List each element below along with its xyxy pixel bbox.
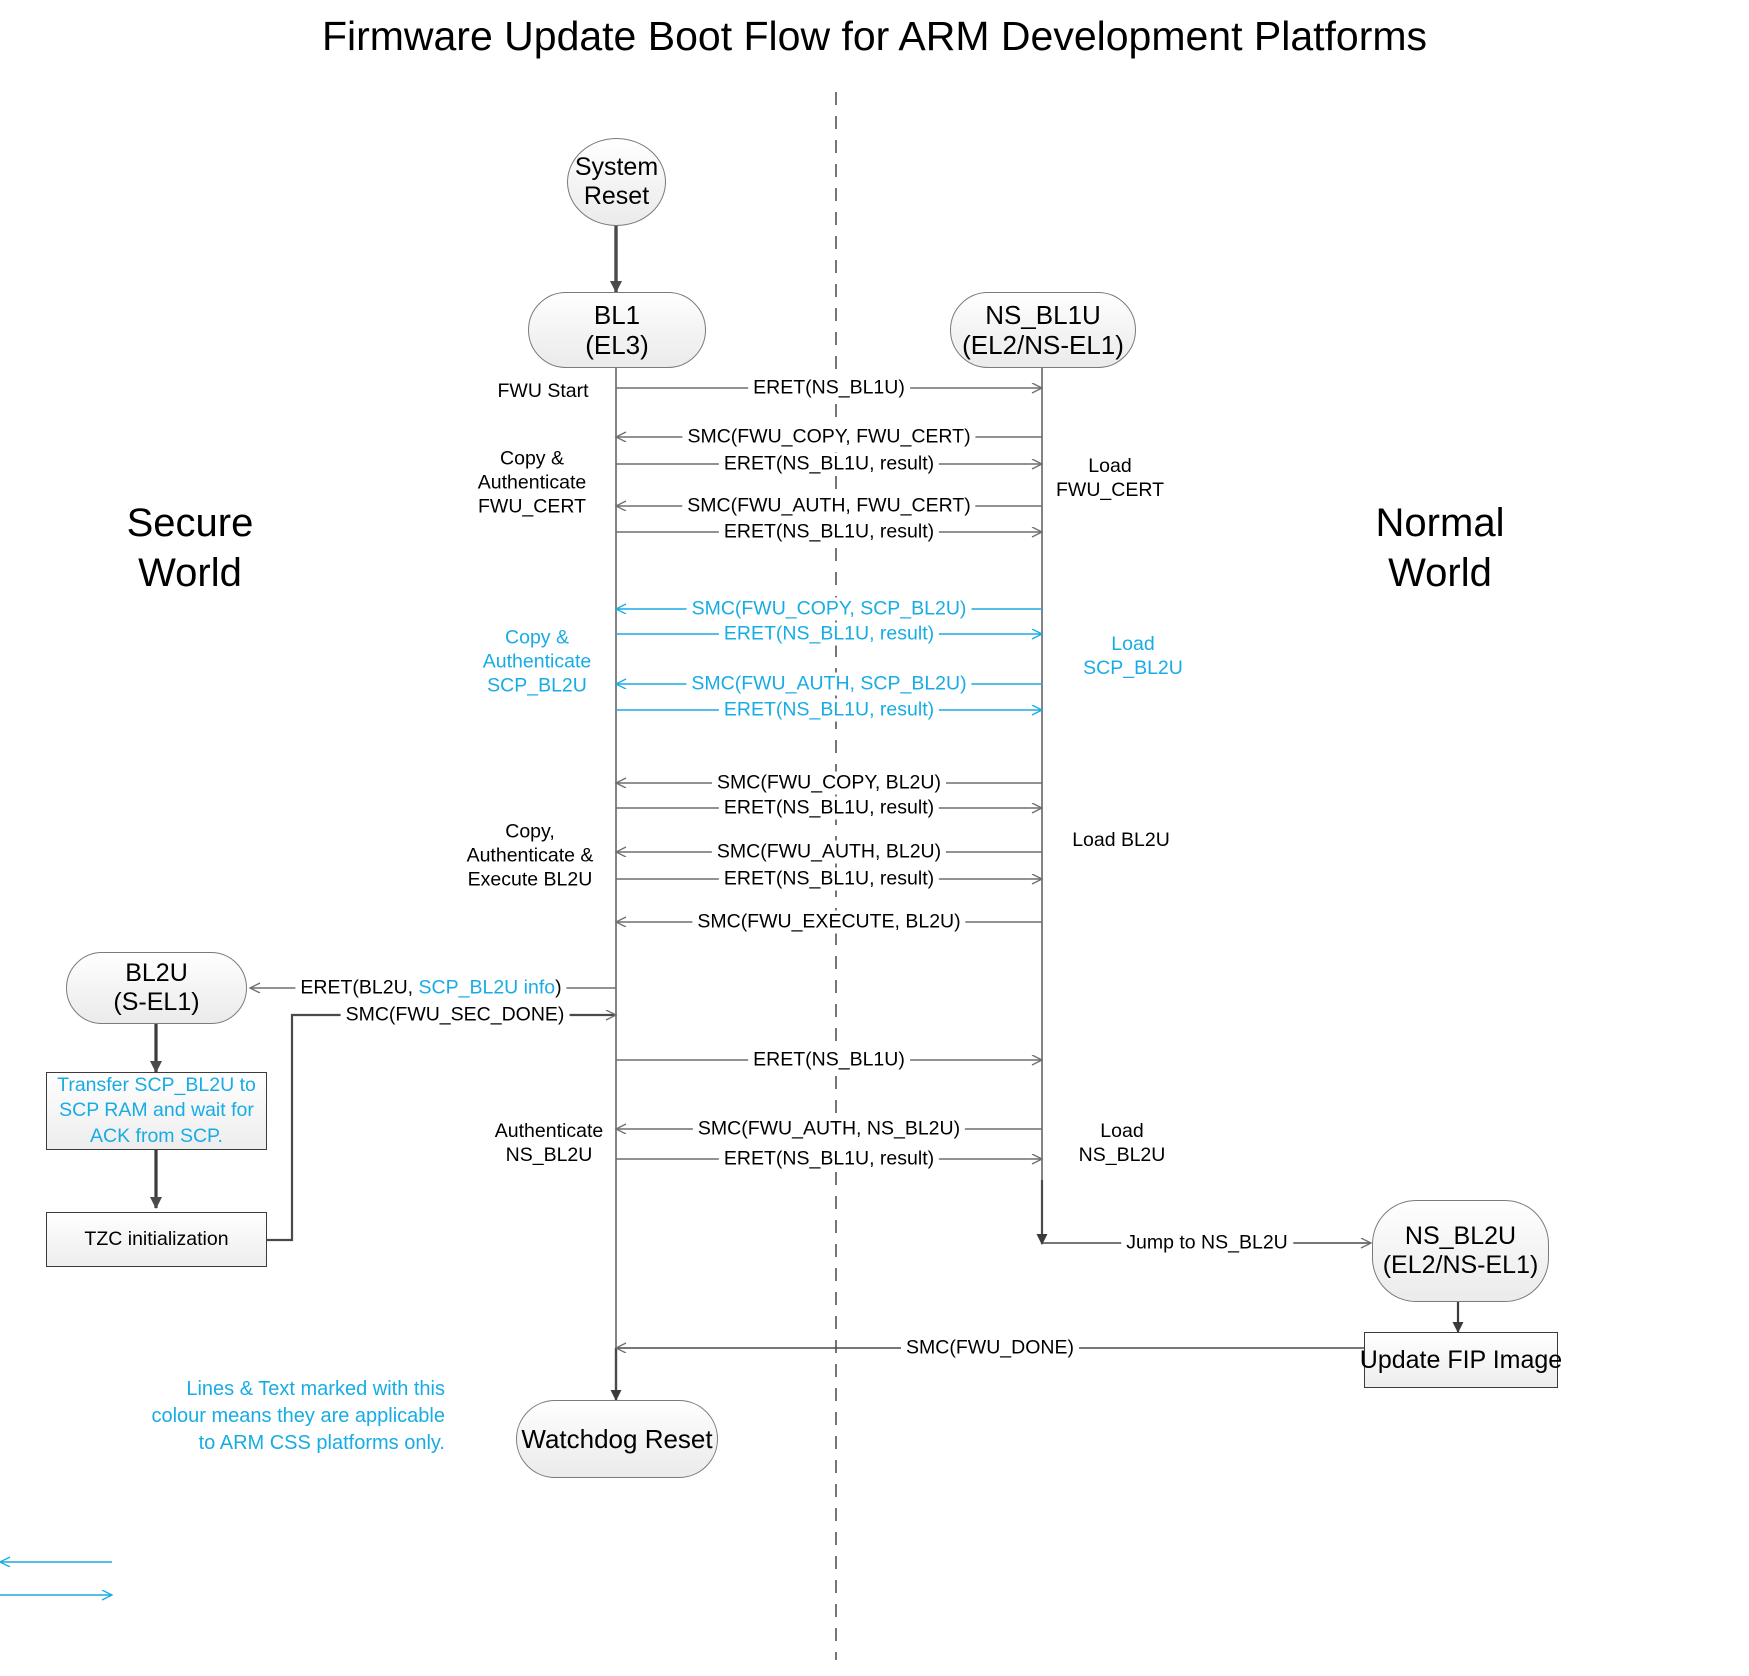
legend-note: Lines & Text marked with this colour mea…	[151, 1378, 445, 1454]
secure-world-label: Secure World	[126, 501, 254, 595]
message-label-smc-fwu-copy-bl2u: SMC(FWU_COPY, BL2U)	[712, 771, 946, 795]
eret-bl2u-prefix: ERET(BL2U,	[300, 976, 419, 999]
annotation-load-bl2u: Load BL2U	[1072, 828, 1170, 851]
node-watchdog-reset[interactable]: Watchdog Reset	[516, 1400, 718, 1478]
message-label-eret-result-1: ERET(NS_BL1U, result)	[718, 452, 940, 476]
annotation-copy-auth-execute-bl2u: Copy, Authenticate & Execute BL2U	[466, 820, 594, 892]
node-bl2u[interactable]: BL2U (S-EL1)	[66, 952, 247, 1024]
message-label-eret-result-5: ERET(NS_BL1U, result)	[718, 796, 940, 820]
note-tzc-initialization: TZC initialization	[46, 1212, 267, 1267]
message-label-smc-fwu-copy-fwu-cert: SMC(FWU_COPY, FWU_CERT)	[682, 425, 976, 449]
annotation-authenticate-ns-bl2u: Authenticate NS_BL2U	[494, 1119, 604, 1166]
annotation-load-fwu-cert: Load FWU_CERT	[1056, 454, 1164, 501]
note-tzc-initialization-label: TZC initialization	[84, 1227, 229, 1250]
page-title: Firmware Update Boot Flow for ARM Develo…	[321, 13, 1428, 59]
eret-bl2u-scp-info: SCP_BL2U info	[418, 976, 556, 999]
node-watchdog-reset-label: Watchdog Reset	[521, 1423, 713, 1454]
normal-world-label: Normal World	[1375, 501, 1505, 595]
message-label-smc-fwu-execute-bl2u: SMC(FWU_EXECUTE, BL2U)	[692, 910, 966, 934]
node-bl1[interactable]: BL1 (EL3)	[528, 292, 706, 368]
message-label-eret-result-6: ERET(NS_BL1U, result)	[718, 867, 940, 891]
note-update-fip-image-label: Update FIP Image	[1359, 1345, 1563, 1374]
node-bl1-label: BL1 (EL3)	[585, 299, 649, 360]
message-label-eret-ns-bl1u-1: ERET(NS_BL1U)	[748, 376, 910, 400]
annotation-load-ns-bl2u: Load NS_BL2U	[1078, 1119, 1166, 1166]
message-label-smc-fwu-auth-bl2u: SMC(FWU_AUTH, BL2U)	[711, 840, 947, 864]
node-ns-bl1u-label: NS_BL1U (EL2/NS-EL1)	[962, 299, 1124, 360]
message-label-eret-result-3: ERET(NS_BL1U, result)	[718, 622, 940, 646]
message-label-eret-ns-bl1u-2: ERET(NS_BL1U)	[748, 1048, 910, 1072]
node-ns-bl2u[interactable]: NS_BL2U (EL2/NS-EL1)	[1372, 1200, 1549, 1302]
node-bl2u-label: BL2U (S-EL1)	[113, 959, 200, 1016]
note-update-fip-image: Update FIP Image	[1360, 1332, 1562, 1388]
node-system-reset[interactable]: System Reset	[567, 138, 666, 226]
message-label-smc-fwu-auth-ns-bl2u: SMC(FWU_AUTH, NS_BL2U)	[692, 1117, 966, 1141]
message-label-eret-result-2: ERET(NS_BL1U, result)	[718, 520, 940, 544]
message-label-smc-fwu-auth-scp-bl2u: SMC(FWU_AUTH, SCP_BL2U)	[686, 672, 972, 696]
note-transfer-scp-bl2u: Transfer SCP_BL2U to SCP RAM and wait fo…	[46, 1072, 267, 1150]
annotation-copy-auth-fwu-cert: Copy & Authenticate FWU_CERT	[477, 447, 587, 519]
message-label-smc-fwu-auth-fwu-cert: SMC(FWU_AUTH, FWU_CERT)	[682, 494, 976, 518]
eret-bl2u-suffix: )	[555, 976, 562, 999]
note-transfer-scp-bl2u-label: Transfer SCP_BL2U to SCP RAM and wait fo…	[57, 1073, 256, 1147]
message-label-eret-result-4: ERET(NS_BL1U, result)	[718, 698, 940, 722]
message-label-smc-fwu-done: SMC(FWU_DONE)	[901, 1336, 1079, 1360]
message-label-eret-bl2u-scp-info: ERET(BL2U, SCP_BL2U info)	[295, 976, 567, 1000]
node-ns-bl2u-label: NS_BL2U (EL2/NS-EL1)	[1382, 1222, 1539, 1279]
message-label-smc-fwu-copy-scp-bl2u: SMC(FWU_COPY, SCP_BL2U)	[686, 597, 972, 621]
annotation-load-scp-bl2u: Load SCP_BL2U	[1083, 632, 1183, 679]
annotation-fwu-start: FWU Start	[497, 379, 589, 402]
message-label-smc-fwu-sec-done: SMC(FWU_SEC_DONE)	[340, 1003, 570, 1027]
node-system-reset-label: System Reset	[574, 153, 659, 210]
annotation-copy-auth-scp-bl2u: Copy & Authenticate SCP_BL2U	[482, 626, 592, 698]
message-label-jump-to-ns-bl2u: Jump to NS_BL2U	[1121, 1231, 1293, 1255]
node-ns-bl1u[interactable]: NS_BL1U (EL2/NS-EL1)	[950, 292, 1136, 368]
message-label-eret-result-7: ERET(NS_BL1U, result)	[718, 1147, 940, 1171]
